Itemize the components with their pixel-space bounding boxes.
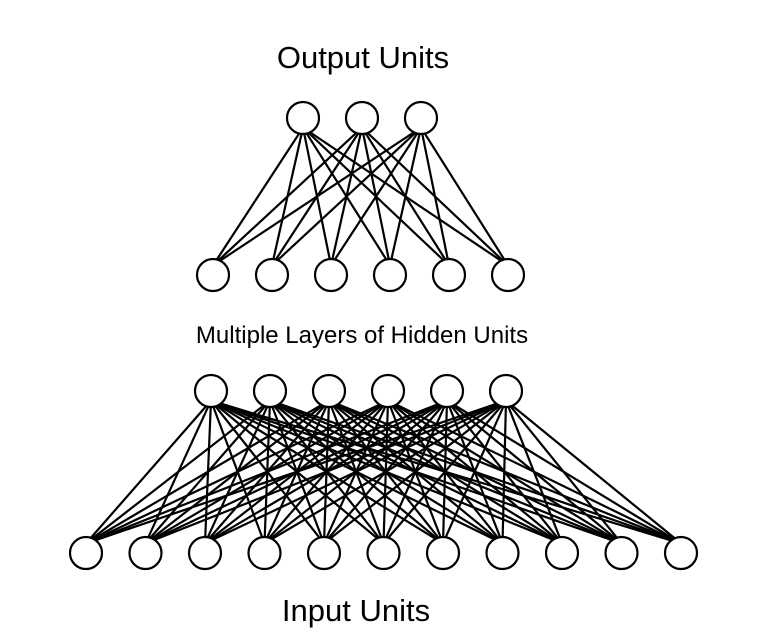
hidden-top-unit-3 [313, 257, 349, 293]
input-unit-3 [187, 535, 223, 571]
hidden-top-unit-5 [431, 257, 467, 293]
hidden-top-unit-6 [490, 257, 526, 293]
hidden-top-unit-4 [372, 257, 408, 293]
input-unit-5 [306, 535, 342, 571]
units [68, 100, 699, 571]
edge-hidden-input-6-2 [144, 399, 508, 545]
edge-hidden-input-6-4 [263, 399, 508, 545]
input-unit-10 [604, 535, 639, 571]
edge-output-hidden-3-4 [388, 126, 423, 267]
edge-hidden-input-6-8 [501, 399, 508, 545]
hidden-top-unit-1 [195, 257, 231, 293]
edge-hidden-input-6-9 [504, 399, 564, 545]
input-unit-11 [663, 535, 699, 571]
edge-hidden-input-6-7 [441, 399, 508, 545]
output-unit-3 [403, 100, 439, 136]
input-unit-6 [366, 535, 401, 571]
input-unit-7 [425, 535, 461, 571]
edge-output-hidden-3-2 [270, 126, 423, 267]
input-unit-8 [485, 535, 520, 571]
edge-hidden-input-6-6 [382, 399, 508, 545]
connections [84, 126, 683, 545]
hidden-bottom-unit-2 [252, 373, 288, 409]
hidden-bottom-unit-4 [370, 373, 406, 409]
edge-hidden-input-4-1 [84, 399, 390, 545]
hidden-units-label: Multiple Layers of Hidden Units [196, 322, 528, 349]
input-unit-2 [128, 535, 163, 571]
edge-hidden-input-6-5 [322, 399, 508, 545]
hidden-bottom-unit-5 [429, 373, 465, 409]
edge-hidden-input-6-3 [203, 399, 508, 545]
edge-output-hidden-1-1 [211, 126, 305, 267]
edge-output-hidden-3-5 [419, 126, 451, 267]
output-unit-1 [285, 100, 321, 136]
hidden-bottom-unit-1 [193, 373, 229, 409]
edge-hidden-input-2-1 [84, 399, 272, 545]
edge-output-hidden-3-3 [329, 126, 423, 267]
edge-hidden-input-6-10 [504, 399, 623, 545]
edge-hidden-input-3-1 [84, 399, 331, 545]
edge-hidden-input-6-11 [504, 399, 683, 545]
edge-hidden-input-5-1 [84, 399, 449, 545]
input-unit-1 [68, 535, 104, 571]
hidden-top-unit-2 [254, 257, 290, 293]
input-units-label: Input Units [282, 593, 430, 628]
output-units-label: Output Units [277, 40, 449, 75]
hidden-bottom-unit-6 [488, 373, 524, 409]
output-unit-2 [344, 100, 380, 136]
input-unit-9 [544, 535, 580, 571]
input-unit-4 [247, 535, 282, 571]
edge-output-hidden-3-1 [211, 126, 423, 267]
edge-hidden-input-1-1 [84, 399, 213, 545]
edge-output-hidden-3-6 [419, 126, 510, 267]
hidden-bottom-unit-3 [311, 373, 347, 409]
edge-output-hidden-2-1 [211, 126, 364, 267]
edge-hidden-input-6-1 [84, 399, 508, 545]
